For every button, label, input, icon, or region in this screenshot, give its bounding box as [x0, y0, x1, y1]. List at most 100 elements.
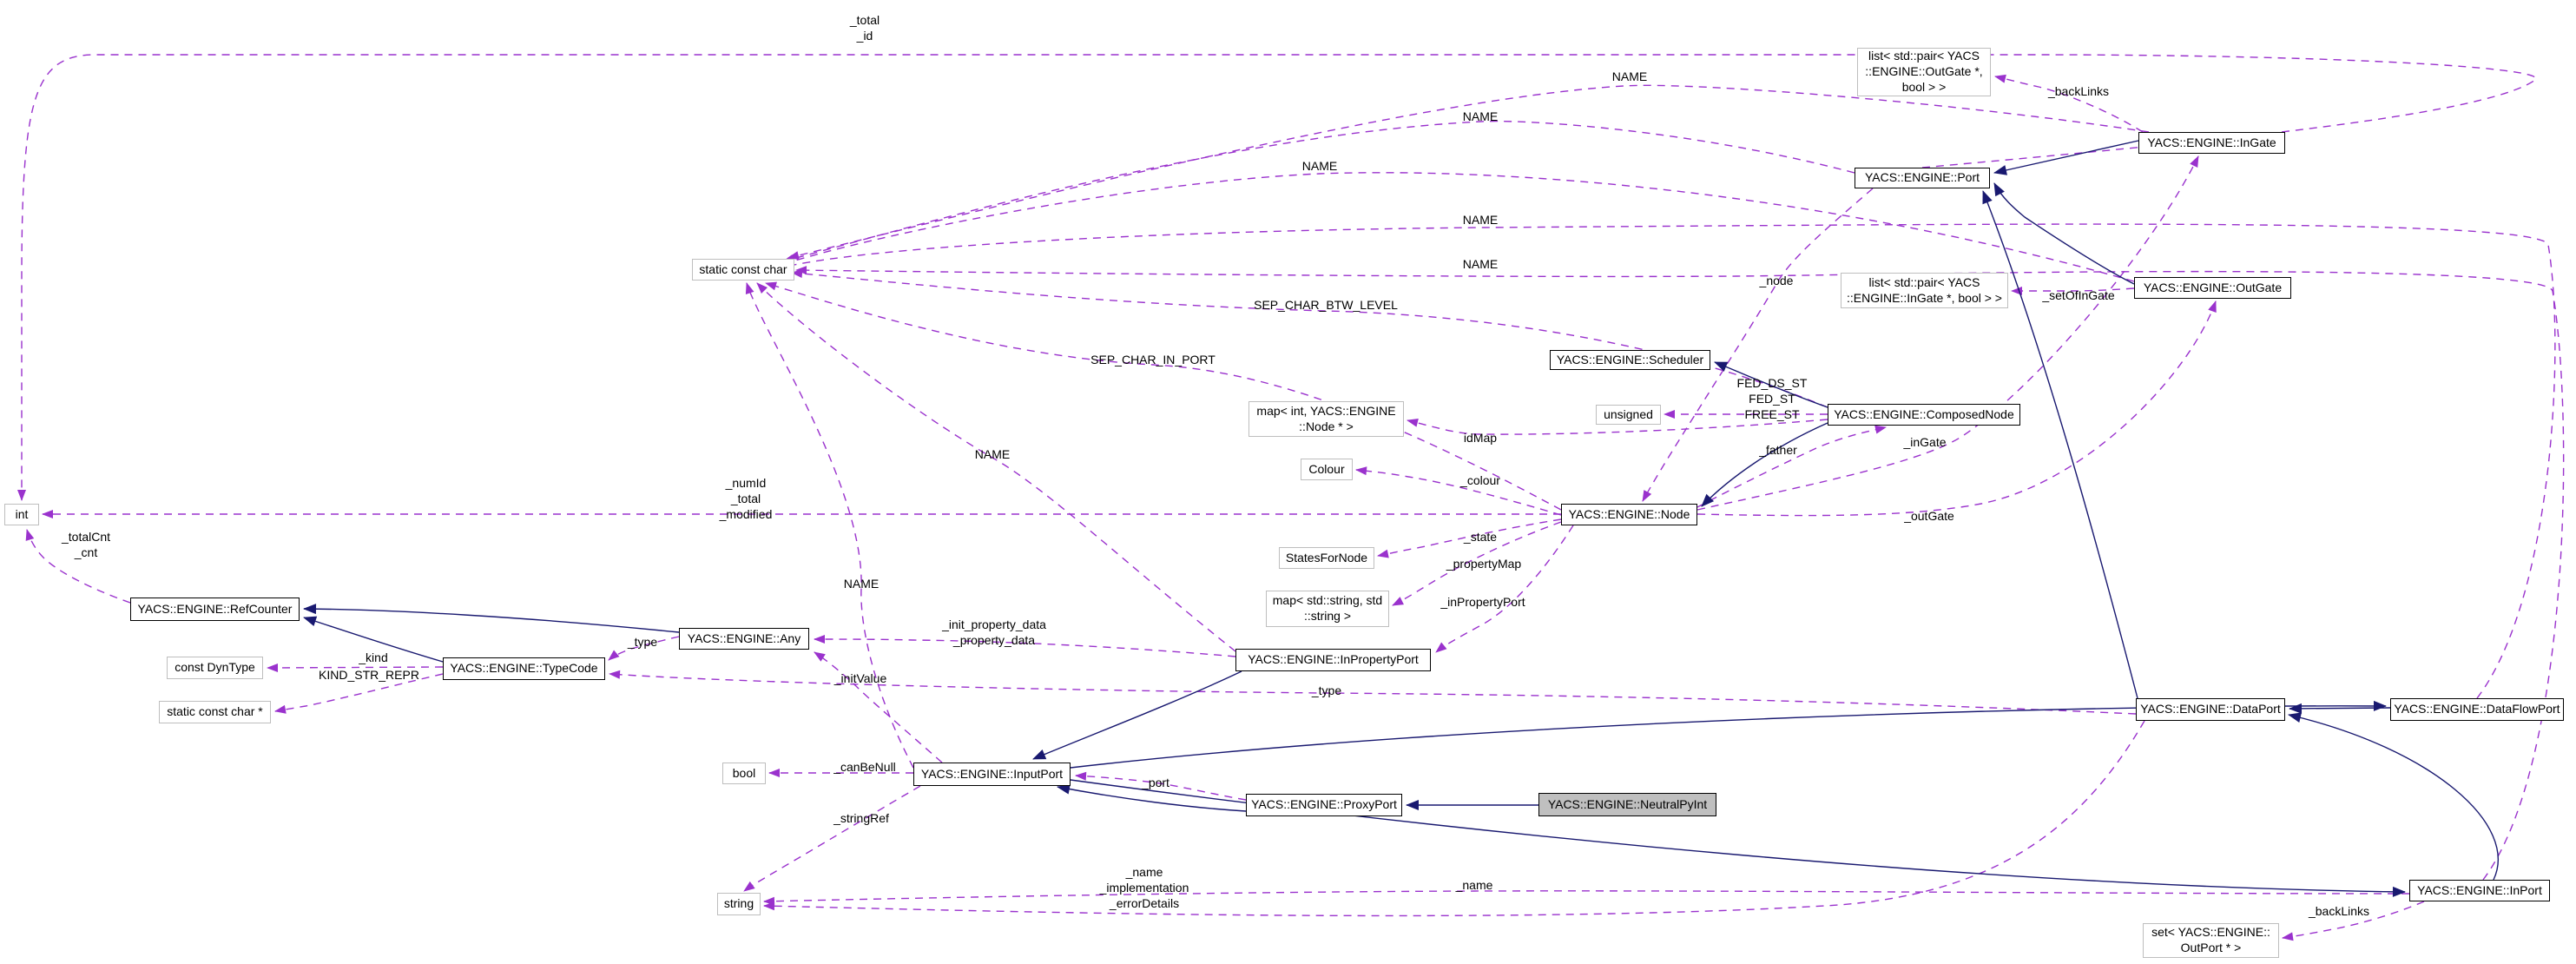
usage-edge-name-outgate	[781, 172, 2135, 282]
edge-label-name-inpropertyport: NAME	[974, 447, 1011, 461]
usage-edge-sep-char-btw-level	[791, 269, 1828, 408]
usage-edge-type-dataport	[609, 670, 2137, 715]
node-colour: Colour	[1301, 459, 1353, 480]
usage-edge-name-inpropertyport	[756, 282, 1236, 652]
inheritance-edge-inh-dataport-port	[1982, 190, 2138, 699]
node-scheduler[interactable]: YACS::ENGINE::Scheduler	[1550, 350, 1710, 370]
edge-label-name-inport-string: _name	[1455, 878, 1493, 892]
node-unsigned: unsigned	[1596, 405, 1661, 425]
usage-edge-name-inport-string	[763, 890, 2410, 906]
node-inputport[interactable]: YACS::ENGINE::InputPort	[913, 763, 1071, 786]
edge-label-sep-char-btw-level: SEP_CHAR_BTW_LEVEL	[1254, 298, 1398, 312]
node-map-int-node: map< int, YACS::ENGINE ::Node * >	[1248, 401, 1404, 437]
inheritance-edge-inh-composednode-scheduler	[1714, 361, 1828, 408]
edge-label-type-dataport: _type	[1311, 683, 1342, 697]
node-static-const-char-ptr: static const char *	[159, 701, 271, 723]
node-dataport[interactable]: YACS::ENGINE::DataPort	[2136, 698, 2285, 721]
usage-edge-propertymap	[1392, 521, 1562, 606]
inheritance-edge-inh-inport-dataport	[2288, 712, 2499, 881]
inheritance-edge-inh-any-refcounter	[303, 604, 680, 633]
usage-edge-backlinks-bottom	[2282, 901, 2425, 941]
inheritance-edge-inh-inpropertyport-inputport	[1032, 670, 1242, 760]
node-static-const-char: static const char	[692, 259, 794, 281]
node-outgate[interactable]: YACS::ENGINE::OutGate	[2134, 277, 2291, 299]
edge-label-name-port: NAME	[1462, 109, 1499, 123]
edge-label-backlinks-bottom: _backLinks	[2308, 904, 2370, 918]
node-int: int	[4, 504, 39, 525]
node-inport[interactable]: YACS::ENGINE::InPort	[2409, 880, 2550, 901]
inheritance-edge-inh-proxyport-inputport	[1057, 783, 1247, 812]
usage-edge-init-property-data	[814, 635, 1236, 657]
node-any[interactable]: YACS::ENGINE::Any	[679, 628, 809, 650]
edge-label-node-member: _node	[1759, 274, 1794, 287]
edge-label-totalcnt: _totalCnt _cnt	[61, 530, 111, 560]
node-refcounter[interactable]: YACS::ENGINE::RefCounter	[130, 598, 300, 621]
node-composednode[interactable]: YACS::ENGINE::ComposedNode	[1828, 404, 2020, 426]
usage-edge-father	[1696, 425, 1887, 508]
inheritance-edge-inh-ingate-port	[1993, 140, 2139, 175]
node-dataflowport[interactable]: YACS::ENGINE::DataFlowPort	[2390, 698, 2564, 721]
edge-label-name-dataflowport: NAME	[1462, 213, 1499, 227]
edge-label-kind: _kind	[359, 650, 388, 664]
usage-edge-stringref	[743, 785, 921, 892]
node-neutralpyint: YACS::ENGINE::NeutralPyInt	[1538, 793, 1716, 816]
node-set-outport: set< YACS::ENGINE:: OutPort * >	[2143, 923, 2279, 958]
edge-label-name-impl-err: _name _implementation _errorDetails	[1099, 865, 1189, 911]
usage-edge-name-inputport	[745, 282, 914, 769]
node-list-outgate: list< std::pair< YACS ::ENGINE::OutGate …	[1857, 48, 1991, 96]
inheritance-edge-inh-dataflowport-dataport	[2289, 703, 2391, 714]
inheritance-edge-inh-outgate-port	[1993, 182, 2135, 285]
usage-edge-sep-char-in-port	[765, 281, 1562, 511]
edge-label-total-id: _total _id	[849, 13, 880, 43]
usage-edge-name-impl-err	[763, 720, 2145, 917]
edge-label-canbenull: _canBeNull	[833, 760, 896, 774]
node-const-dyntype: const DynType	[167, 657, 263, 679]
node-bool: bool	[722, 763, 766, 784]
node-proxyport[interactable]: YACS::ENGINE::ProxyPort	[1246, 794, 1402, 816]
node-inpropertyport[interactable]: YACS::ENGINE::InPropertyPort	[1235, 649, 1431, 671]
usage-edge-inpropertyport-member	[1435, 525, 1574, 653]
edge-label-initvalue: _initValue	[833, 671, 887, 685]
usage-edge-port-member	[1075, 771, 1247, 801]
usage-edge-name-port	[782, 120, 1855, 263]
node-node[interactable]: YACS::ENGINE::Node	[1561, 504, 1697, 525]
edge-label-backlinks-top: _backLinks	[2047, 84, 2110, 98]
edge-label-state: _state	[1463, 530, 1498, 544]
edge-label-kind-str-repr: KIND_STR_REPR	[319, 668, 419, 682]
usage-edge-ingate-member	[1696, 155, 2199, 511]
usage-edge-initvalue	[814, 651, 943, 763]
node-ingate[interactable]: YACS::ENGINE::InGate	[2138, 132, 2285, 154]
edge-label-name-inputport: NAME	[843, 577, 880, 591]
node-list-ingate: list< std::pair< YACS ::ENGINE::InGate *…	[1841, 273, 2008, 308]
edge-label-name-ingate: NAME	[1611, 69, 1648, 83]
edge-label-propertymap: _propertyMap	[1446, 557, 1522, 571]
node-map-string-string: map< std::string, std ::string >	[1266, 591, 1389, 627]
edge-label-sep-char-in-port: SEP_CHAR_IN_PORT	[1090, 353, 1216, 366]
usage-edge-colour-member	[1355, 466, 1562, 516]
inheritance-edge-inh-typecode-refcounter	[303, 616, 444, 663]
usage-edge-type-any	[608, 636, 680, 661]
usage-edge-totalcnt	[25, 529, 131, 604]
usage-edge-outgate-member	[1696, 300, 2217, 517]
usage-edge-state	[1377, 518, 1562, 558]
edge-label-outgate-member: _outGate	[1904, 509, 1954, 523]
edge-label-name-outgate: NAME	[1301, 159, 1338, 173]
edge-label-port-member: _port	[1142, 776, 1169, 789]
inheritance-edge-inh-composednode-node	[1701, 422, 1828, 507]
usage-edge-name-inport	[795, 266, 2565, 881]
edge-label-type-any: _type	[627, 635, 658, 649]
edge-label-ingate-member: _inGate	[1903, 435, 1947, 449]
node-typecode[interactable]: YACS::ENGINE::TypeCode	[443, 657, 605, 680]
edge-label-name-inport: NAME	[1462, 257, 1499, 271]
usage-edge-kind	[267, 663, 444, 672]
usage-edge-node-member	[1642, 188, 1874, 502]
edge-label-colour-member: _colour	[1460, 473, 1500, 487]
node-statesfornode: StatesForNode	[1279, 547, 1374, 569]
edge-label-inpropertyport-member: _inPropertyPort	[1440, 595, 1525, 609]
edge-label-setofingate: _setOfInGate	[2042, 288, 2115, 302]
node-port[interactable]: YACS::ENGINE::Port	[1855, 168, 1990, 188]
node-string: string	[717, 893, 761, 915]
edge-label-idmap: idMap	[1463, 431, 1498, 445]
usage-edge-backlinks-top	[1994, 74, 2144, 133]
